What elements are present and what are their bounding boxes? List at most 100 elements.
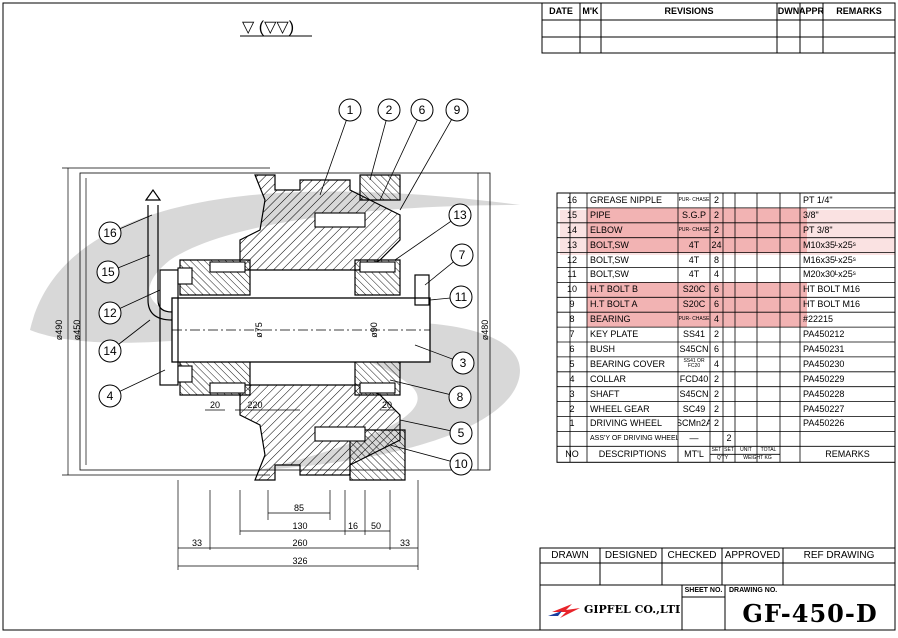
dim-260: 260 bbox=[292, 538, 307, 548]
bom-no-cell: 7 bbox=[569, 329, 575, 340]
bom-desc-cell: PIPE bbox=[590, 209, 611, 220]
bom-header-set1: SET bbox=[711, 446, 722, 453]
balloon-leader bbox=[379, 109, 423, 201]
bom-mtl-cell: S45CN bbox=[679, 343, 709, 354]
bom-set1-cell: 2 bbox=[713, 373, 719, 384]
bom-header-desc: DESCRIPTIONS bbox=[598, 448, 667, 459]
bom-remarks-cell: M20x30ᴸx25ˢ bbox=[803, 269, 856, 280]
horizontal-dimensions bbox=[177, 409, 419, 570]
balloon-2: 2 bbox=[386, 103, 393, 117]
bom-mtl-cell: FCD40 bbox=[679, 373, 709, 384]
bom-set2-cell bbox=[723, 238, 735, 253]
row-highlight bbox=[587, 297, 807, 313]
balloon-circle bbox=[449, 452, 473, 476]
bom-no-cell: 11 bbox=[567, 269, 577, 280]
bom-set1-cell: 4 bbox=[713, 314, 719, 325]
bom-mtl-cell: — bbox=[689, 433, 699, 444]
bom-no-cell: 15 bbox=[566, 209, 577, 220]
rev-date-header: DATE bbox=[549, 6, 573, 16]
bom-remarks-cell: M16x35ᴸx25ˢ bbox=[803, 254, 856, 265]
bom-mtl-cell: PUR- CHASE bbox=[678, 226, 710, 233]
bom-no-cell: 14 bbox=[566, 224, 577, 235]
bom-desc-cell: BUSH bbox=[590, 343, 616, 354]
balloon-leader bbox=[389, 379, 461, 398]
bom-set2-cell bbox=[723, 282, 735, 297]
title-block-grid bbox=[539, 547, 896, 631]
bom-set2-cell bbox=[723, 402, 735, 417]
bom-remarks-cell: PA450230 bbox=[803, 358, 845, 369]
bom-desc-cell: BEARING COVER bbox=[590, 358, 666, 369]
dim-326: 326 bbox=[292, 556, 307, 566]
balloon-leader bbox=[394, 214, 461, 261]
balloon-circle bbox=[98, 221, 122, 245]
dim-130: 130 bbox=[292, 521, 307, 531]
balloon-circle bbox=[377, 98, 401, 122]
dim-450: ø450 bbox=[72, 320, 82, 341]
balloon-5: 5 bbox=[458, 426, 465, 440]
bom-set1-cell: 2 bbox=[713, 194, 719, 205]
bom-desc-cell: BOLT,SW bbox=[590, 239, 629, 250]
bom-set2-cell bbox=[723, 372, 735, 387]
bom-set2-cell bbox=[723, 387, 735, 402]
bom-header-set2: SET bbox=[724, 446, 734, 453]
drawing-no-label: DRAWING NO. bbox=[729, 587, 778, 595]
dim-50: 50 bbox=[371, 521, 381, 531]
bom-no-cell: 8 bbox=[569, 314, 575, 325]
company-logo bbox=[548, 604, 580, 618]
balloon-8: 8 bbox=[457, 390, 464, 404]
bom-set2-cell bbox=[723, 268, 735, 283]
bom-mtl-cell: SC49 bbox=[682, 403, 706, 414]
balloon-13: 13 bbox=[453, 208, 467, 222]
bom-no-cell: 9 bbox=[569, 299, 575, 310]
bom-remarks-cell: PA450226 bbox=[803, 418, 845, 429]
balloon-3: 3 bbox=[460, 356, 467, 370]
bom-set2-cell: 2 bbox=[726, 433, 732, 444]
bom-no-cell: 4 bbox=[569, 373, 575, 384]
balloon-leader bbox=[389, 444, 462, 465]
bom-set1-cell: 2 bbox=[713, 388, 719, 399]
bom-set1-cell: 6 bbox=[713, 284, 719, 295]
bom-set1-cell: 2 bbox=[713, 418, 719, 429]
bom-remarks-cell bbox=[803, 431, 895, 446]
balloon-7: 7 bbox=[459, 248, 466, 262]
bom-no-cell: 1 bbox=[569, 418, 575, 429]
bom-desc-cell: GREASE NIPPLE bbox=[590, 194, 663, 205]
bom-desc-cell: COLLAR bbox=[590, 373, 627, 384]
rev-mark-header: M'K bbox=[582, 6, 599, 16]
bom-header-weight: WEIGHT KG bbox=[743, 454, 772, 461]
balloon-circle bbox=[451, 351, 475, 375]
balloon-circle bbox=[450, 243, 474, 267]
bom-set1-cell: 2 bbox=[713, 329, 719, 340]
balloon-circle bbox=[448, 385, 472, 409]
bom-set2-cell bbox=[723, 253, 735, 268]
bom-set2-cell bbox=[723, 223, 735, 238]
bom-table-grid bbox=[556, 192, 896, 463]
bom-no-cell: 10 bbox=[566, 284, 577, 295]
bom-mtl-cell: S.G.P bbox=[681, 209, 706, 220]
bom-remarks-cell: #22215 bbox=[803, 314, 834, 325]
bom-set1-cell: 4 bbox=[713, 269, 719, 280]
bom-header-qty: Q'TY bbox=[716, 454, 729, 461]
bom-mtl-cell: S20C bbox=[682, 299, 706, 310]
bom-set1-cell: 2 bbox=[713, 209, 719, 220]
drawing-number: GF-450-D bbox=[742, 598, 878, 628]
bom-remarks-cell: M10x35ᴸx25ˢ bbox=[803, 239, 856, 250]
bom-set2-cell bbox=[723, 417, 735, 432]
balloon-16: 16 bbox=[103, 226, 117, 240]
bom-no-cell: 3 bbox=[569, 388, 575, 399]
bom-remarks-cell: PT 1/4" bbox=[803, 194, 833, 205]
balloon-6: 6 bbox=[419, 103, 426, 117]
approved-label: APPROVED bbox=[724, 549, 781, 561]
balloon-circle bbox=[445, 98, 469, 122]
balloon-12: 12 bbox=[103, 306, 117, 320]
bom-set2-cell bbox=[723, 342, 735, 357]
balloon-11: 11 bbox=[455, 290, 468, 304]
balloon-circle bbox=[338, 98, 362, 122]
balloon-circle bbox=[449, 421, 473, 445]
bom-no-cell: 2 bbox=[569, 403, 575, 414]
dim-75: ø75 bbox=[254, 322, 264, 338]
bom-no-cell: 6 bbox=[569, 343, 575, 354]
